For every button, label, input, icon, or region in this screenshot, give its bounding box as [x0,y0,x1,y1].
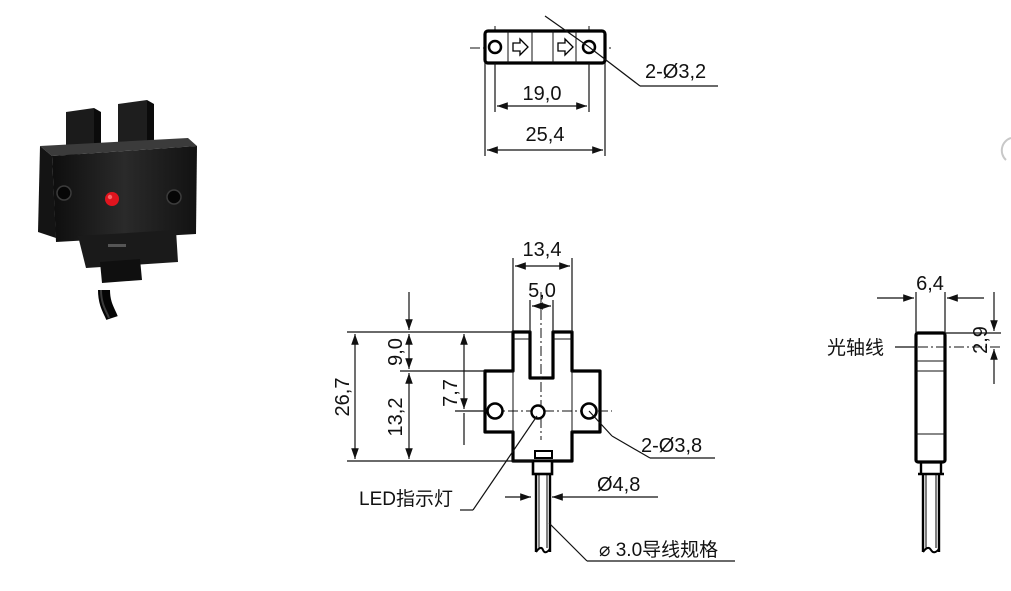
edge-fragment [1000,137,1011,161]
dim-side-width: 6,4 [916,273,944,295]
label-cable-spec: ⌀ 3.0导线规格 [599,539,718,561]
top-view [470,15,718,156]
dim-front-height: 26,7 [332,378,354,417]
beam-arrow-icon [512,37,529,57]
dim-top-overall-width: 25,4 [526,124,565,146]
front-led-hole [530,404,546,420]
dim-front-width: 13,4 [523,239,562,261]
side-view [877,292,1001,554]
dim-top-hole-spacing: 19,0 [523,83,562,105]
dim-front-slot: 5,0 [528,280,556,302]
front-view [347,258,735,562]
dim-front-slot-depth: 9,0 [385,338,407,366]
beam-arrow-icon [557,37,574,57]
product-photo [38,100,197,321]
dim-top-holes: 2-Ø3,2 [645,61,706,83]
label-optical-axis: 光轴线 [827,337,884,359]
dim-front-optical-axis: 7,7 [440,379,462,407]
photo-mount-hole-left [56,185,72,201]
dim-side-axis-offset: 2,9 [970,326,992,354]
photo-mount-hole-right [166,189,182,205]
led-indicator-light [105,192,119,206]
dim-front-holes: 2-Ø3,8 [641,435,702,457]
front-mount-hole-left [486,402,504,420]
top-mount-hole-left [487,39,503,55]
dim-front-body-height: 13,2 [385,398,407,437]
label-led-indicator: LED指示灯 [359,488,453,510]
dim-front-neck-diameter: Ø4,8 [597,474,640,496]
